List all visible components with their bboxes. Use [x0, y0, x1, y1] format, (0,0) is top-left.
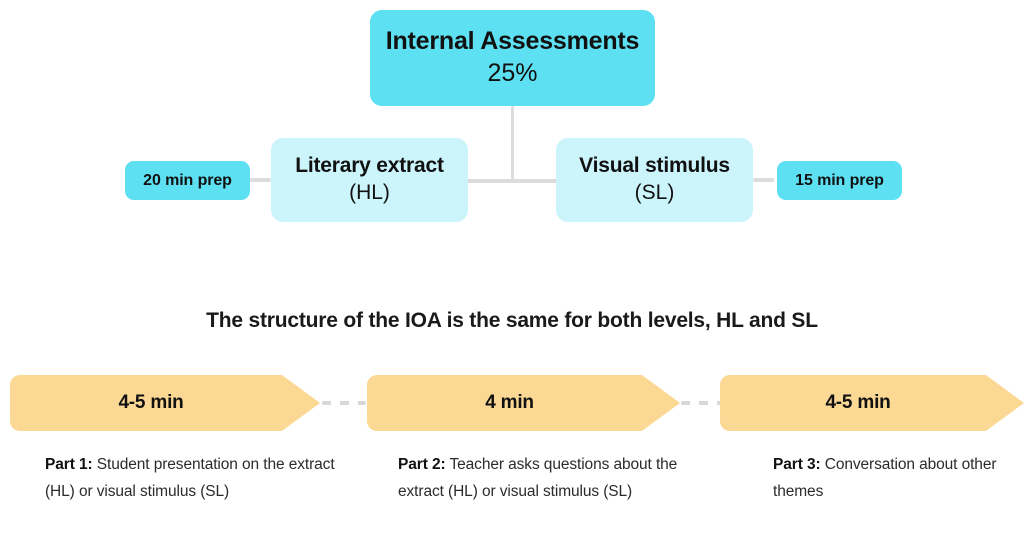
connector-vertical [511, 106, 514, 182]
node-internal-assessments: Internal Assessments 25% [370, 10, 655, 106]
branch-level-hl: (HL) [349, 181, 390, 205]
pill-prep-sl: 15 min prep [777, 161, 902, 200]
node-title: Internal Assessments [385, 27, 640, 55]
arrow-duration-part2: 4 min [485, 392, 534, 413]
part-description-3: Part 3: Conversation about other themes [773, 452, 1023, 505]
arrow-duration-part1: 4-5 min [118, 392, 184, 413]
timeline-arrow-part3: 4-5 min [720, 375, 1024, 431]
branch-title-hl: Literary extract [295, 154, 444, 178]
connector-horizontal [458, 179, 566, 183]
node-weight: 25% [487, 58, 538, 87]
branch-title-sl: Visual stimulus [579, 154, 730, 178]
part-description-2: Part 2: Teacher asks questions about the… [398, 452, 698, 505]
part-label-3: Part 3: [773, 456, 821, 473]
part-text-1: Student presentation on the extract (HL)… [45, 456, 335, 500]
timeline-dashed-connector-1 [322, 401, 366, 405]
part-description-1: Part 1: Student presentation on the extr… [45, 452, 345, 505]
part-text-2: Teacher asks questions about the extract… [398, 456, 678, 500]
connector-stub-right [753, 178, 774, 182]
branch-level-sl: (SL) [634, 181, 675, 205]
part-label-2: Part 2: [398, 456, 446, 473]
structure-caption: The structure of the IOA is the same for… [206, 309, 818, 332]
node-literary-extract: Literary extract (HL) [271, 138, 468, 222]
timeline-arrow-part1: 4-5 min [10, 375, 320, 431]
timeline-arrow-part2: 4 min [367, 375, 680, 431]
connector-stub-left [250, 178, 271, 182]
node-visual-stimulus: Visual stimulus (SL) [556, 138, 753, 222]
timeline-dashed-connector-2 [681, 401, 725, 405]
part-text-3: Conversation about other themes [773, 456, 997, 500]
pill-prep-hl: 20 min prep [125, 161, 250, 200]
arrow-duration-part3: 4-5 min [825, 392, 891, 413]
part-label-1: Part 1: [45, 456, 93, 473]
